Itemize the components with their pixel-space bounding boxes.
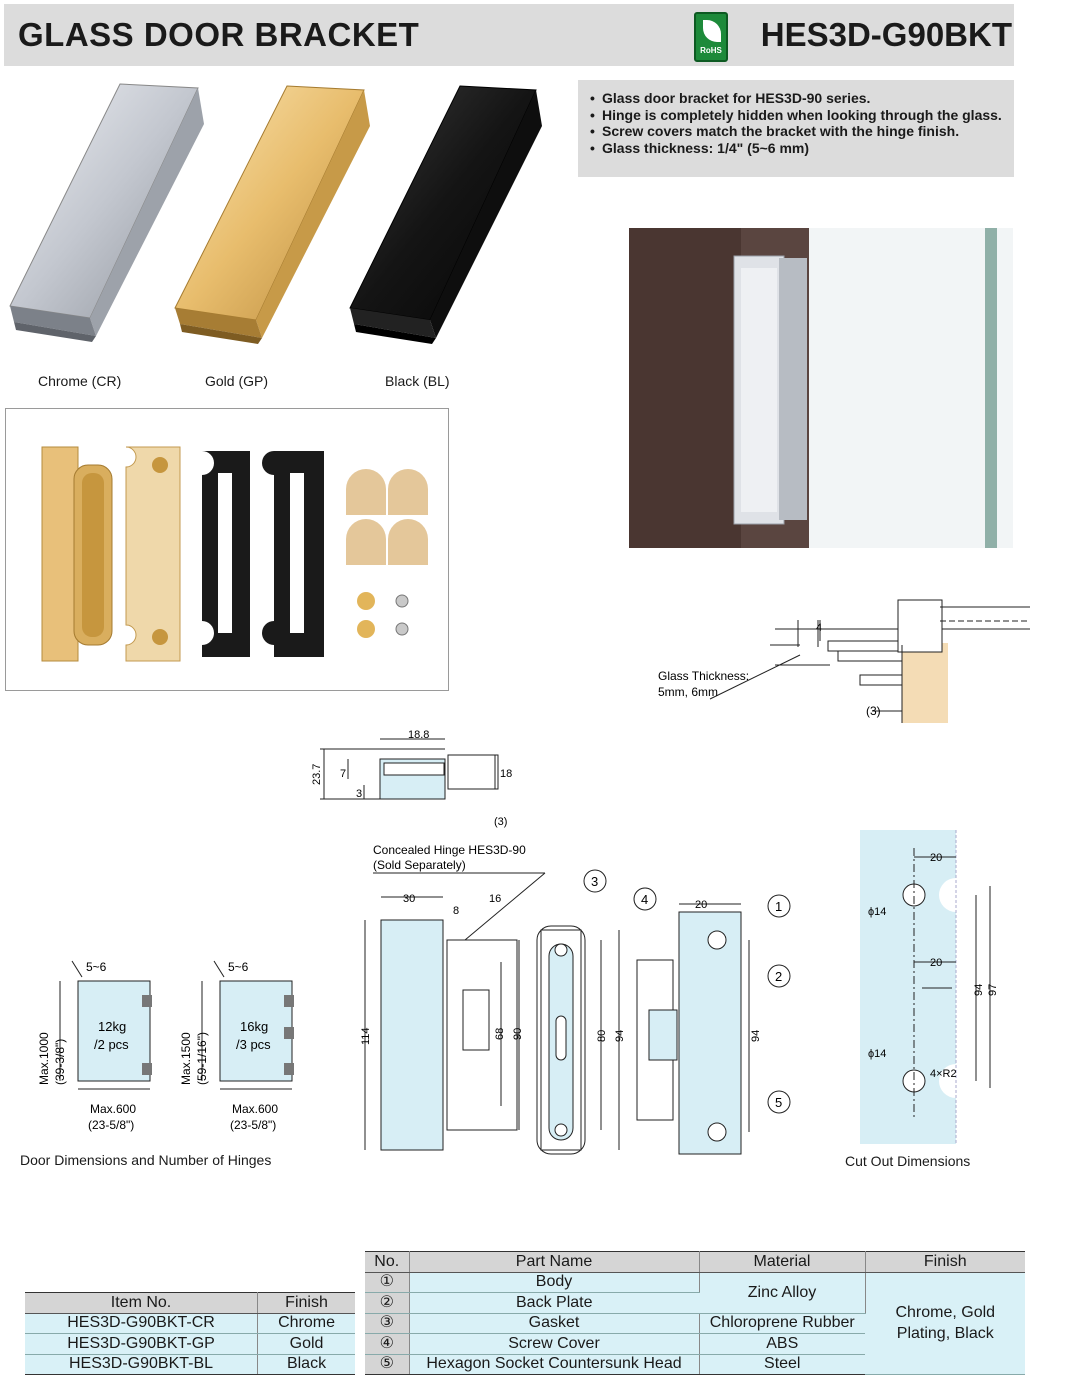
svg-text:68: 68 bbox=[494, 1028, 506, 1040]
svg-text:ϕ14: ϕ14 bbox=[868, 906, 886, 918]
svg-text:94: 94 bbox=[973, 984, 985, 996]
glass-thickness-value: 5mm, 6mm bbox=[658, 685, 718, 699]
svg-text:Max.600: Max.600 bbox=[90, 1102, 136, 1116]
assembly-drawing: Concealed Hinge HES3D-90 (Sold Separatel… bbox=[360, 843, 791, 1155]
components-photo bbox=[5, 408, 449, 691]
finish-label-chrome: Chrome (CR) bbox=[38, 373, 122, 389]
feature-item: Glass thickness: 1/4" (5~6 mm) bbox=[590, 140, 1002, 157]
svg-text:114: 114 bbox=[360, 1027, 372, 1045]
svg-text:ϕ14: ϕ14 bbox=[868, 1048, 886, 1060]
finish-header: Finish bbox=[257, 1292, 355, 1314]
svg-text:90: 90 bbox=[512, 1028, 524, 1040]
svg-text:(23-5/8"): (23-5/8") bbox=[230, 1118, 276, 1132]
glass-thickness-label: Glass Thickness: bbox=[658, 669, 749, 683]
svg-text:Concealed Hinge HES3D-90: Concealed Hinge HES3D-90 bbox=[373, 843, 526, 857]
page-title: GLASS DOOR BRACKET bbox=[18, 16, 420, 53]
page-header: GLASS DOOR BRACKET RoHS HES3D-G90BKT bbox=[4, 4, 1014, 66]
door-dimensions-drawing: 5~6 12kg /2 pcs Max.600 (23-5/8") Max.10… bbox=[37, 960, 294, 1132]
callout-5: 5 bbox=[775, 1095, 782, 1110]
finish-products-image bbox=[9, 83, 542, 344]
finish-label-black: Black (BL) bbox=[385, 373, 450, 389]
table-row: ① Body Zinc Alloy Chrome, Gold Plating, … bbox=[365, 1272, 1025, 1375]
svg-text:Max.1000: Max.1000 bbox=[37, 1032, 51, 1085]
svg-text:7: 7 bbox=[340, 768, 346, 780]
callout-2: 2 bbox=[775, 969, 782, 984]
svg-text:(23-5/8"): (23-5/8") bbox=[88, 1118, 134, 1132]
svg-text:18: 18 bbox=[500, 768, 512, 780]
table-row: ③ Gasket Chloroprene Rubber bbox=[365, 1313, 1025, 1334]
svg-text:23.7: 23.7 bbox=[311, 764, 323, 785]
callout-1: 1 bbox=[775, 899, 782, 914]
callout-4: 4 bbox=[641, 892, 648, 907]
gold-bracket-image bbox=[174, 85, 370, 344]
installed-photo bbox=[629, 228, 1013, 548]
model-number: HES3D-G90BKT bbox=[760, 16, 1012, 53]
svg-text:30: 30 bbox=[403, 893, 415, 905]
feature-item: Screw covers match the bracket with the … bbox=[590, 123, 1002, 140]
table-row: ⑤ Hexagon Socket Countersunk Head Steel bbox=[365, 1354, 1025, 1375]
components-image bbox=[41, 446, 428, 662]
door-dimensions-caption: Door Dimensions and Number of Hinges bbox=[20, 1152, 272, 1168]
svg-text:Max.600: Max.600 bbox=[232, 1102, 278, 1116]
svg-text:/2 pcs: /2 pcs bbox=[94, 1037, 129, 1052]
svg-text:94: 94 bbox=[750, 1030, 762, 1042]
rohs-badge: RoHS bbox=[694, 12, 728, 62]
cutout-caption: Cut Out Dimensions bbox=[845, 1153, 971, 1169]
feature-item: Hinge is completely hidden when looking … bbox=[590, 107, 1002, 124]
leaf-icon bbox=[703, 20, 721, 42]
svg-text:20: 20 bbox=[930, 957, 942, 969]
dim-3-label: (3) bbox=[866, 704, 881, 718]
svg-text:8: 8 bbox=[453, 905, 459, 917]
svg-text:16: 16 bbox=[489, 893, 501, 905]
svg-text:97: 97 bbox=[987, 984, 998, 996]
svg-text:94: 94 bbox=[614, 1030, 626, 1042]
parts-table: No. Part Name Material Finish ① Body Zin… bbox=[365, 1251, 1025, 1375]
svg-text:/3 pcs: /3 pcs bbox=[236, 1037, 271, 1052]
feature-list: Glass door bracket for HES3D-90 series. … bbox=[578, 80, 1014, 177]
callout-3: 3 bbox=[591, 874, 598, 889]
chrome-bracket-image bbox=[9, 83, 204, 342]
svg-text:12kg: 12kg bbox=[98, 1019, 126, 1034]
svg-text:(59-1/16"): (59-1/16") bbox=[195, 1032, 209, 1085]
svg-text:80: 80 bbox=[596, 1030, 608, 1042]
svg-text:(39-3/8"): (39-3/8") bbox=[53, 1039, 67, 1085]
svg-text:20: 20 bbox=[695, 899, 707, 911]
table-row: ④ Screw Cover ABS bbox=[365, 1333, 1025, 1355]
feature-item: Glass door bracket for HES3D-90 series. bbox=[590, 90, 1002, 107]
svg-text:(3): (3) bbox=[494, 816, 507, 828]
table-row: ② Back Plate bbox=[365, 1292, 1025, 1314]
svg-text:5~6: 5~6 bbox=[86, 960, 107, 974]
dim-4-label: 4 bbox=[816, 622, 822, 634]
black-bracket-image bbox=[349, 85, 542, 344]
svg-text:(Sold Separately): (Sold Separately) bbox=[373, 858, 466, 872]
svg-text:18.8: 18.8 bbox=[408, 729, 429, 741]
svg-text:5~6: 5~6 bbox=[228, 960, 249, 974]
side-view-drawing: 18.8 23.7 7 3 18 (3) bbox=[311, 729, 512, 828]
svg-text:Max.1500: Max.1500 bbox=[179, 1032, 193, 1085]
svg-text:20: 20 bbox=[930, 852, 942, 864]
svg-text:3: 3 bbox=[356, 788, 362, 800]
svg-text:16kg: 16kg bbox=[240, 1019, 268, 1034]
cutout-drawing: 20 20 ϕ14 ϕ14 4×R2 94 97 bbox=[860, 830, 998, 1144]
glass-thickness-drawing: 4 Glass Thickness: 5mm, 6mm (3) bbox=[658, 599, 1030, 723]
item-header: Item No. bbox=[25, 1292, 259, 1314]
finish-label-gold: Gold (GP) bbox=[205, 373, 269, 389]
svg-text:4×R2: 4×R2 bbox=[930, 1068, 957, 1080]
